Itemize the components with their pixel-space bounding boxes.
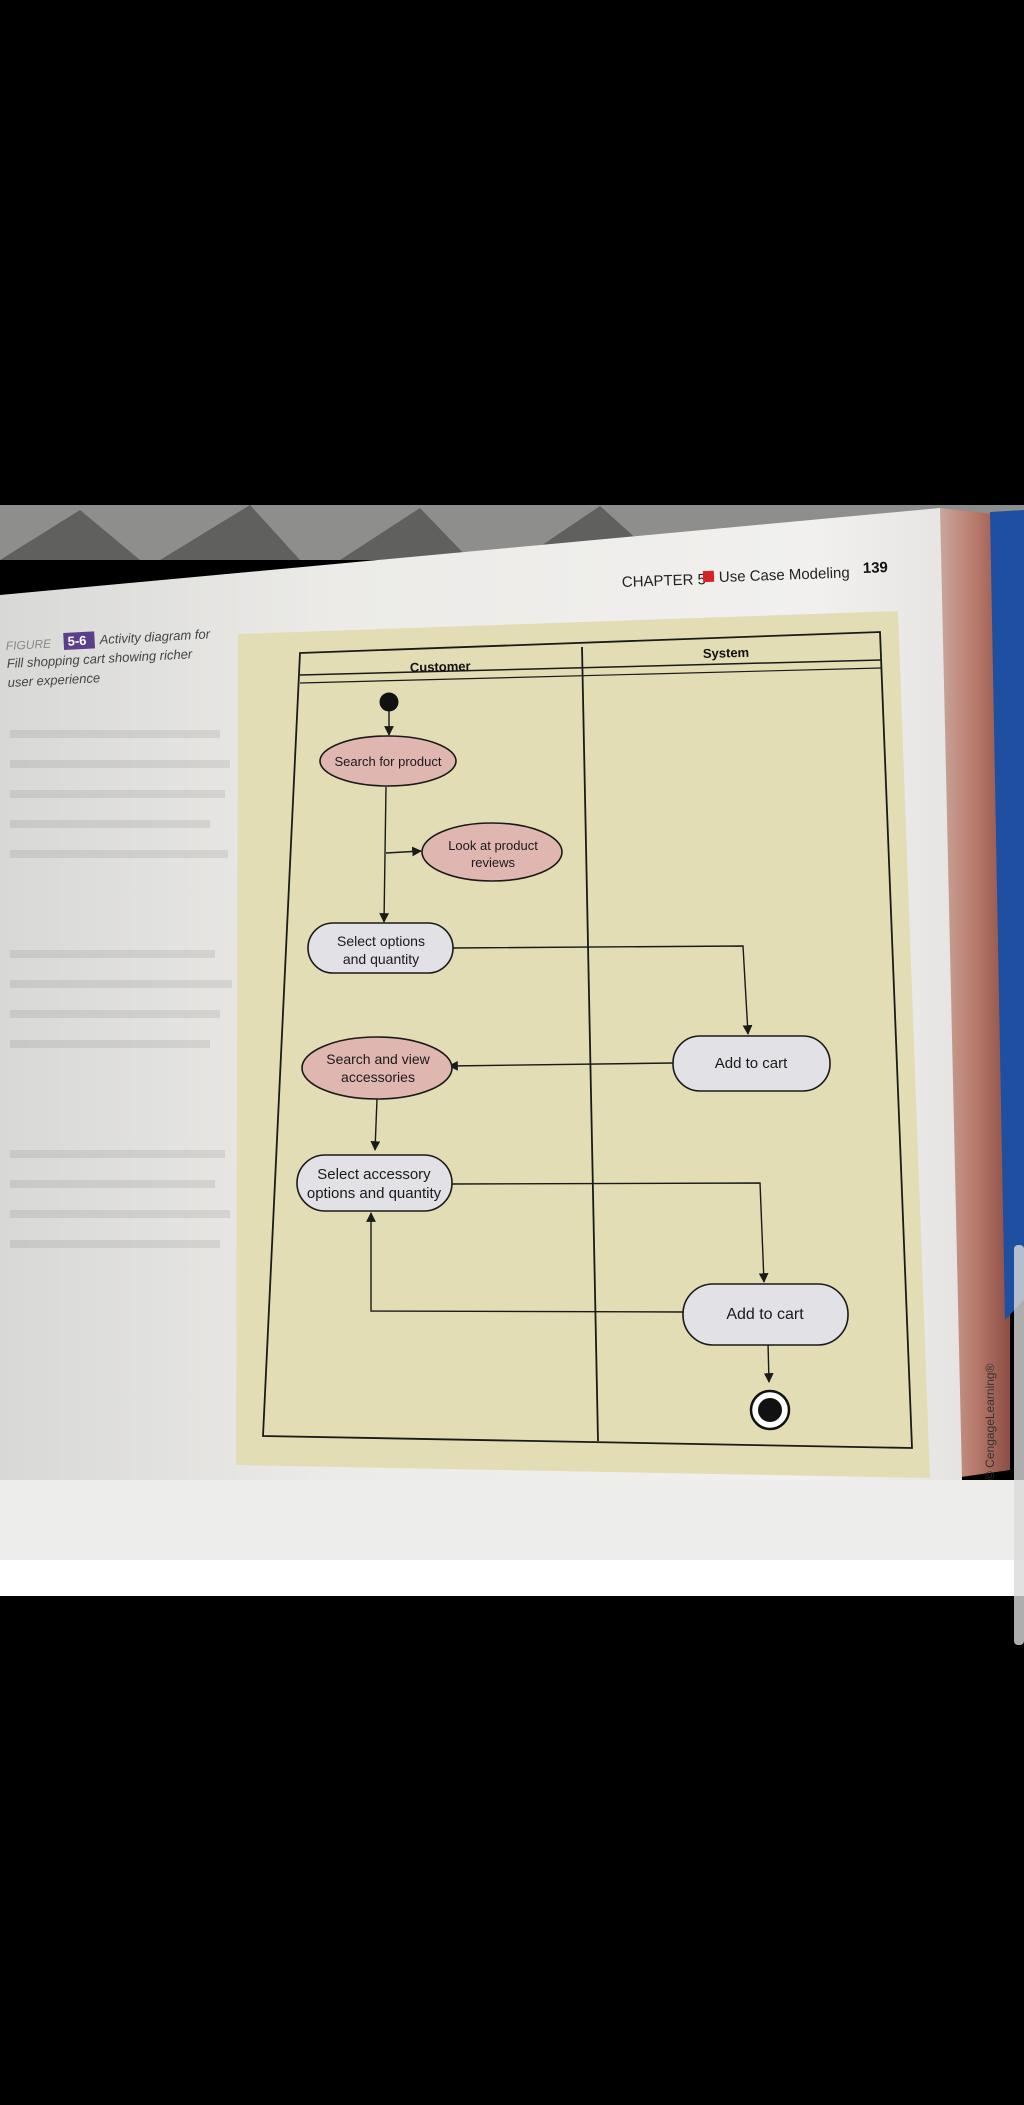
node-label-line-2: reviews	[471, 855, 516, 870]
chapter-label: CHAPTER 5	[622, 571, 707, 591]
node-label: Search for product	[335, 754, 442, 769]
diagram-edges	[366, 706, 774, 1383]
diagram-nodes: Search for product Look at product revie…	[296, 735, 849, 1346]
figure-number: 5-6	[67, 633, 87, 649]
node-search-and-view-accessories: Search and view accessories	[301, 1036, 453, 1100]
node-label-line-2: and quantity	[343, 951, 419, 967]
lane-header-divider-2	[299, 667, 882, 684]
edge-to-reviews	[385, 846, 422, 857]
lane-title-customer: Customer	[410, 658, 471, 675]
edge-add-cart-to-end	[763, 1342, 774, 1383]
book-cover	[990, 510, 1024, 1320]
node-label: Add to cart	[726, 1306, 804, 1323]
initial-node	[379, 692, 399, 712]
caption-line-1: Activity diagram for	[98, 626, 211, 647]
page-bottom	[0, 1480, 1024, 1560]
section-title: Use Case Modeling	[719, 564, 850, 586]
chapter-separator-icon	[702, 570, 715, 583]
node-label-line-1: Select accessory	[317, 1166, 431, 1183]
node-label-line-1: Look at product	[448, 838, 538, 853]
node-add-to-cart-1: Add to cart	[672, 1035, 831, 1092]
edge-select-to-add-cart	[451, 945, 753, 1035]
swimlane-border	[262, 631, 913, 1449]
page-number: 139	[863, 559, 889, 577]
node-search-for-product: Search for product	[319, 735, 457, 787]
photo-lower-margin	[0, 1560, 1024, 1596]
final-node	[749, 1389, 791, 1431]
lane-divider	[581, 646, 599, 1442]
node-label-line-2: accessories	[341, 1069, 415, 1085]
figure-caption: FIGURE 5-6 Activity diagram for Fill sho…	[5, 626, 211, 690]
scrollbar-handle[interactable]	[1014, 1245, 1024, 1645]
node-add-to-cart-2: Add to cart	[682, 1283, 849, 1346]
node-select-accessory-options-and-quantity: Select accessory options and quantity	[296, 1154, 453, 1212]
book-page-edge	[940, 508, 1010, 1480]
lane-header-divider	[299, 659, 882, 676]
edge-loop-back	[366, 1212, 684, 1313]
edge-accessories-to-select-accessory	[370, 1098, 381, 1151]
node-label-line-2: options and quantity	[307, 1185, 442, 1202]
node-look-at-product-reviews: Look at product reviews	[421, 822, 563, 882]
node-label: Add to cart	[715, 1055, 788, 1072]
figure-label: FIGURE	[5, 637, 52, 653]
edge-search-to-select-options	[379, 786, 390, 923]
page-header: CHAPTER 5 Use Case Modeling 139	[622, 559, 889, 591]
node-select-options-and-quantity: Select options and quantity	[307, 922, 454, 974]
node-label-line-1: Search and view	[326, 1051, 430, 1067]
lane-title-system: System	[703, 645, 750, 661]
edge-select-accessory-to-add-cart	[450, 1182, 769, 1283]
caption-line-3: user experience	[7, 670, 100, 690]
node-label-line-1: Select options	[337, 933, 425, 949]
diagram-background	[236, 611, 930, 1478]
figure-number-badge	[63, 631, 96, 650]
publisher-credit: © CengageLearning®	[983, 1363, 997, 1480]
edge-add-cart-to-accessories	[448, 1060, 674, 1071]
bleed-through-text	[10, 730, 232, 1248]
swimlane-frame	[262, 631, 913, 1449]
